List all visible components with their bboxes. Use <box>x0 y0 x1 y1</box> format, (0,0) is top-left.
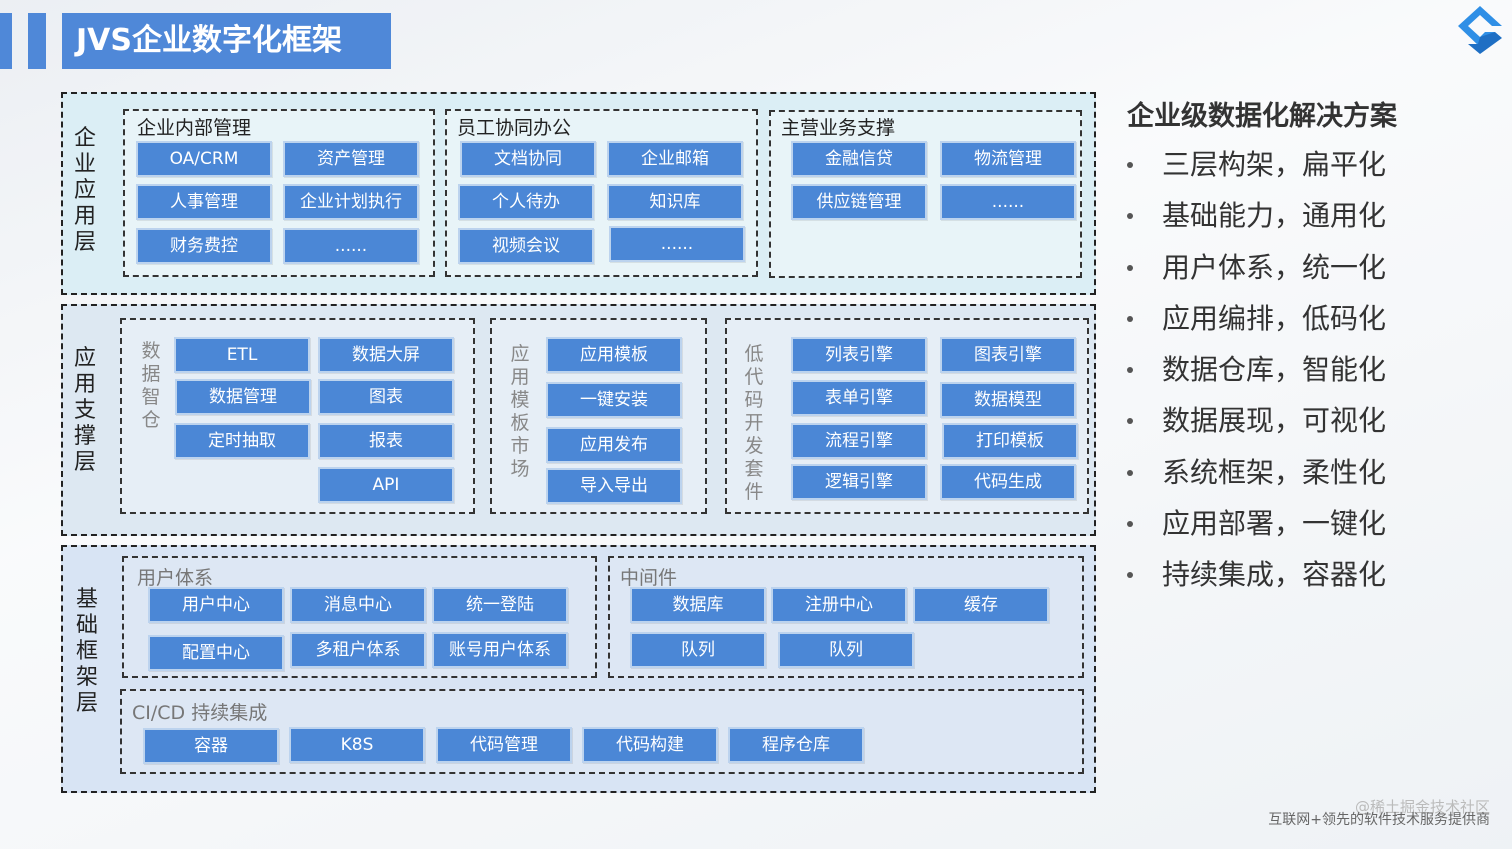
module-button[interactable]: 打印模板 <box>942 423 1078 459</box>
module-button[interactable]: 表单引擎 <box>791 380 927 416</box>
module-button[interactable]: 缓存 <box>913 587 1049 623</box>
module-button[interactable]: 定时抽取 <box>174 423 310 459</box>
layer-label-text: 基础框架层 <box>75 587 98 716</box>
bullet-text: 应用部署，一键化 <box>1162 507 1387 541</box>
module-button[interactable]: 财务费控 <box>136 228 272 264</box>
module-button[interactable]: 个人待办 <box>458 184 594 220</box>
group-title: CI/CD 持续集成 <box>132 702 268 724</box>
module-button[interactable]: 逻辑引擎 <box>791 464 927 500</box>
footer-tagline: 互联网+领先的软件技术服务提供商 <box>1268 812 1490 828</box>
layer-label: 基础框架层 <box>75 587 101 717</box>
module-button[interactable]: 列表引擎 <box>791 337 927 373</box>
module-button[interactable]: 注册中心 <box>771 587 907 623</box>
module-button[interactable]: 数据库 <box>630 587 766 623</box>
group-title: 主营业务支撑 <box>781 117 896 139</box>
module-button[interactable]: 知识库 <box>607 184 743 220</box>
bullet-dot-icon <box>1127 418 1133 425</box>
bullet-dot-icon <box>1127 213 1133 220</box>
watermark: @稀土掘金技术社区 <box>1354 798 1490 816</box>
bullet-dot-icon <box>1127 521 1133 528</box>
module-button[interactable]: 数据大屏 <box>318 337 454 373</box>
group-title: 员工协同办公 <box>457 117 572 139</box>
layer-label-text: 企业应用层 <box>73 126 96 255</box>
module-button[interactable]: 视频会议 <box>458 228 594 264</box>
module-button[interactable]: 消息中心 <box>290 587 426 623</box>
page-title: JVS企业数字化框架 <box>76 23 342 58</box>
module-button[interactable]: 容器 <box>143 728 279 764</box>
group-vertical-label: 低代码开发套件 <box>744 343 764 503</box>
bullet-dot-icon <box>1127 264 1133 271</box>
layer-label-text: 应用支撑层 <box>73 346 96 475</box>
module-button[interactable]: 物流管理 <box>940 141 1076 177</box>
module-button[interactable]: 应用模板 <box>546 337 682 373</box>
bullet-text: 三层构架，扁平化 <box>1162 148 1387 181</box>
sidebar-title: 企业级数据化解决方案 <box>1127 101 1397 132</box>
module-button[interactable]: 人事管理 <box>136 184 272 220</box>
bullet-dot-icon <box>1127 367 1133 374</box>
logo-icon <box>1458 6 1502 54</box>
bullet-dot-icon <box>1127 162 1133 168</box>
header-accent-bar <box>0 13 12 69</box>
group-vertical-label: 数据智仓 <box>141 340 161 431</box>
bullet-text: 用户体系，统一化 <box>1162 250 1387 284</box>
module-button[interactable]: 队列 <box>778 632 914 668</box>
module-button[interactable]: 一键安装 <box>546 382 682 418</box>
bullet-dot-icon <box>1127 469 1133 476</box>
module-button[interactable]: 代码管理 <box>436 727 572 763</box>
module-button[interactable]: 文档协同 <box>460 141 596 177</box>
group-title: 用户体系 <box>137 567 214 589</box>
header-accent-bar <box>28 13 46 69</box>
bullet-text: 数据展现，可视化 <box>1162 404 1387 438</box>
module-button[interactable]: 账号用户体系 <box>432 632 568 668</box>
module-button[interactable]: 报表 <box>318 423 454 459</box>
layer-label: 应用支撑层 <box>73 346 99 476</box>
layer-label: 企业应用层 <box>73 126 99 256</box>
bullet-text: 数据仓库，智能化 <box>1162 353 1387 387</box>
module-button[interactable]: 数据管理 <box>175 379 311 415</box>
module-button[interactable]: 企业邮箱 <box>607 141 743 177</box>
module-button[interactable]: 应用发布 <box>546 427 682 463</box>
module-button[interactable]: 金融信贷 <box>791 141 927 177</box>
module-button[interactable]: 数据模型 <box>940 382 1076 418</box>
bullet-text: 基础能力，通用化 <box>1162 199 1387 233</box>
module-button[interactable]: API <box>318 467 454 503</box>
module-button[interactable]: 配置中心 <box>148 635 284 671</box>
header-title-box: JVS企业数字化框架 <box>62 13 391 69</box>
group-vertical-label: 应用模板市场 <box>510 343 530 480</box>
module-button[interactable]: 流程引擎 <box>791 423 927 459</box>
module-button[interactable]: 队列 <box>630 632 766 668</box>
module-button[interactable]: 多租户体系 <box>290 632 426 668</box>
more-button[interactable]: ...... <box>283 228 419 264</box>
module-button[interactable]: 资产管理 <box>283 141 419 177</box>
module-button[interactable]: 供应链管理 <box>791 184 927 220</box>
module-button[interactable]: 用户中心 <box>148 587 284 623</box>
more-button[interactable]: ...... <box>940 184 1076 220</box>
bullet-text: 系统框架，柔性化 <box>1162 455 1387 489</box>
module-button[interactable]: 图表引擎 <box>940 337 1076 373</box>
module-button[interactable]: ETL <box>174 337 310 373</box>
module-button[interactable]: 企业计划执行 <box>283 184 419 220</box>
module-button[interactable]: 代码构建 <box>582 727 718 763</box>
more-button[interactable]: ...... <box>609 226 745 262</box>
group-title: 企业内部管理 <box>137 117 252 139</box>
group-title: 中间件 <box>620 567 678 589</box>
module-button[interactable]: 代码生成 <box>940 464 1076 500</box>
module-button[interactable]: K8S <box>289 727 425 763</box>
module-button[interactable]: 导入导出 <box>546 468 682 504</box>
module-button[interactable]: 统一登陆 <box>432 587 568 623</box>
module-button[interactable]: 图表 <box>318 379 454 415</box>
bullet-dot-icon <box>1127 572 1133 579</box>
module-button[interactable]: 程序仓库 <box>728 727 864 763</box>
bullet-text: 应用编排，低码化 <box>1162 301 1387 335</box>
module-button[interactable]: OA/CRM <box>136 141 272 177</box>
bullet-text: 持续集成，容器化 <box>1162 558 1387 592</box>
bullet-dot-icon <box>1127 315 1133 322</box>
